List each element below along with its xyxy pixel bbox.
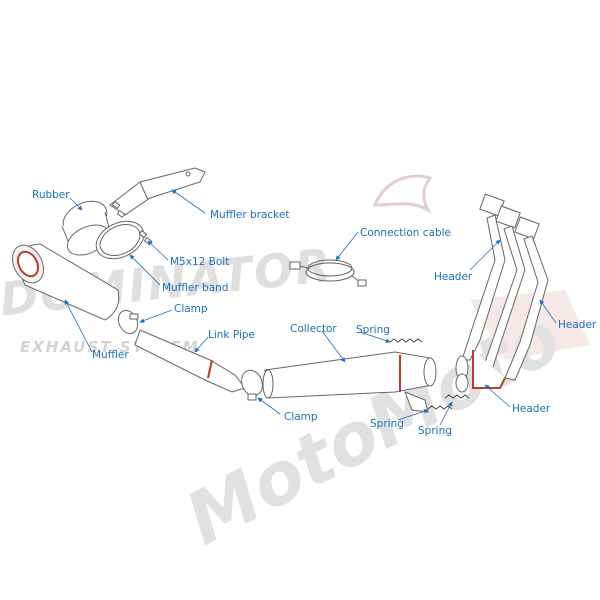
spring-right-part bbox=[444, 394, 470, 399]
connection-cable-part bbox=[289, 259, 367, 287]
leader-rubber bbox=[69, 197, 83, 211]
muffler-band-part bbox=[95, 220, 145, 260]
leader-collector bbox=[321, 330, 346, 363]
leader-muffler-bracket bbox=[171, 189, 206, 214]
label-header-right: Header bbox=[558, 319, 597, 331]
label-spring-left: Spring bbox=[370, 418, 404, 430]
label-spring-top: Spring bbox=[356, 324, 390, 336]
label-m5x12-bolt: M5x12 Bolt bbox=[170, 256, 229, 268]
leader-spring-left bbox=[397, 409, 429, 421]
label-muffler-band: Muffler band bbox=[162, 282, 228, 294]
leader-muffler-band bbox=[129, 254, 161, 286]
label-link-pipe: Link Pipe bbox=[208, 329, 255, 341]
leader-header-top bbox=[469, 239, 501, 271]
header-pipes-part bbox=[455, 193, 549, 393]
clamp-bottom-part bbox=[241, 369, 263, 401]
label-collector: Collector bbox=[290, 323, 337, 335]
leader-header-right bbox=[539, 299, 557, 324]
spring-top-part bbox=[389, 338, 423, 343]
leader-clamp-top bbox=[139, 309, 173, 323]
label-connection-cable: Connection cable bbox=[360, 227, 451, 239]
leader-connection-cable bbox=[335, 231, 359, 261]
muffler-part bbox=[11, 243, 120, 321]
collector-part bbox=[262, 351, 437, 413]
label-muffler: Muffler bbox=[92, 349, 129, 361]
clamp-top-part bbox=[117, 309, 139, 335]
watermark-logo-mark bbox=[372, 174, 433, 214]
label-header-bottom: Header bbox=[512, 403, 551, 415]
leader-spring-top bbox=[359, 331, 391, 343]
muffler-bracket-part bbox=[109, 167, 206, 216]
leader-muffler bbox=[64, 299, 93, 353]
label-spring-right: Spring bbox=[418, 425, 452, 437]
label-rubber: Rubber bbox=[32, 189, 70, 201]
label-clamp-top: Clamp bbox=[174, 303, 208, 315]
label-header-top: Header bbox=[434, 271, 473, 283]
leader-m5x12-bolt bbox=[147, 240, 169, 261]
label-muffler-bracket: Muffler bracket bbox=[210, 209, 289, 221]
link-pipe-part bbox=[134, 329, 246, 393]
leader-header-bottom bbox=[484, 384, 511, 408]
leader-link-pipe bbox=[194, 336, 209, 353]
label-clamp-bottom: Clamp bbox=[284, 411, 318, 423]
leader-spring-right bbox=[439, 401, 453, 426]
leader-clamp-bottom bbox=[257, 397, 281, 415]
